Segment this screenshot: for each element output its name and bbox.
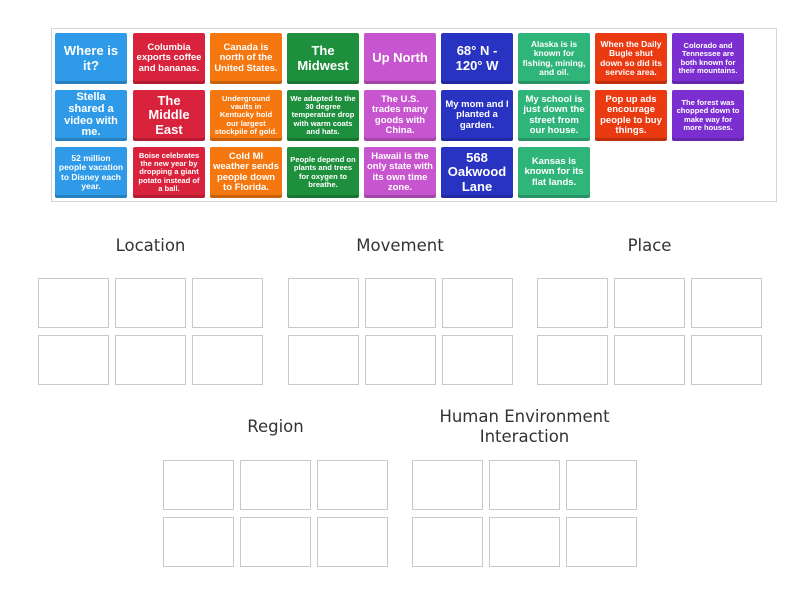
dropzone-region[interactable]: [317, 460, 388, 510]
group-title-human-environment-interaction: Human Environment Interaction: [439, 407, 610, 446]
tile-pop-up-ads[interactable]: Pop up ads encourage people to buy thing…: [595, 90, 667, 141]
dropzone-human-environment-interaction[interactable]: [412, 460, 483, 510]
dropzone-place[interactable]: [691, 278, 762, 328]
dropzone-location[interactable]: [192, 335, 263, 385]
dropzone-place[interactable]: [537, 278, 608, 328]
tile-stella-video[interactable]: Stella shared a video with me.: [55, 90, 127, 141]
tile-planted-garden[interactable]: My mom and I planted a garden.: [441, 90, 513, 141]
dropzone-location[interactable]: [115, 335, 186, 385]
group-title-movement: Movement: [356, 236, 444, 255]
tile-daily-bugle[interactable]: When the Daily Bugle shut down so did it…: [595, 33, 667, 84]
tile-where-is-it[interactable]: Where is it?: [55, 33, 127, 84]
dropzone-region[interactable]: [163, 517, 234, 567]
tile-columbia-exports[interactable]: Columbia exports coffee and bananas.: [133, 33, 205, 84]
dropzone-place[interactable]: [614, 278, 685, 328]
dropzone-human-environment-interaction[interactable]: [489, 517, 560, 567]
tile-up-north[interactable]: Up North: [364, 33, 436, 84]
dropzone-human-environment-interaction[interactable]: [566, 517, 637, 567]
tile-forest-chopped[interactable]: The forest was chopped down to make way …: [672, 90, 744, 141]
tile-school-down-street[interactable]: My school is just down the street from o…: [518, 90, 590, 141]
tile-cold-mi-weather[interactable]: Cold MI weather sends people down to Flo…: [210, 147, 282, 198]
tile-the-midwest[interactable]: The Midwest: [287, 33, 359, 84]
dropzone-region[interactable]: [163, 460, 234, 510]
tile-oakwood-lane[interactable]: 568 Oakwood Lane: [441, 147, 513, 198]
dropzone-movement[interactable]: [365, 335, 436, 385]
dropzone-location[interactable]: [115, 278, 186, 328]
dropzone-region[interactable]: [240, 460, 311, 510]
dropzone-region[interactable]: [240, 517, 311, 567]
tile-warm-coats[interactable]: We adapted to the 30 degree temperature …: [287, 90, 359, 141]
dropzone-human-environment-interaction[interactable]: [412, 517, 483, 567]
tile-boise-potato[interactable]: Boise celebrates the new year by droppin…: [133, 147, 205, 198]
tile-us-trades-china[interactable]: The U.S. trades many goods with China.: [364, 90, 436, 141]
tile-disney-vacation[interactable]: 52 million people vacation to Disney eac…: [55, 147, 127, 198]
dropzone-place[interactable]: [691, 335, 762, 385]
dropzone-place[interactable]: [614, 335, 685, 385]
tile-colorado-tennessee[interactable]: Colorado and Tennessee are both known fo…: [672, 33, 744, 84]
dropzone-movement[interactable]: [288, 278, 359, 328]
dropzone-location[interactable]: [38, 335, 109, 385]
dropzone-human-environment-interaction[interactable]: [566, 460, 637, 510]
dropzone-location[interactable]: [38, 278, 109, 328]
tile-kentucky-gold[interactable]: Underground vaults in Kentucky hold our …: [210, 90, 282, 141]
group-title-location: Location: [115, 236, 186, 255]
tile-hawaii-time-zone[interactable]: Hawaii is the only state with its own ti…: [364, 147, 436, 198]
dropzone-human-environment-interaction[interactable]: [489, 460, 560, 510]
tile-plants-oxygen[interactable]: People depend on plants and trees for ox…: [287, 147, 359, 198]
dropzone-place[interactable]: [537, 335, 608, 385]
dropzone-location[interactable]: [192, 278, 263, 328]
tile-kansas-flat[interactable]: Kansas is known for its flat lands.: [518, 147, 590, 198]
dropzone-movement[interactable]: [288, 335, 359, 385]
tile-coordinates[interactable]: 68° N - 120° W: [441, 33, 513, 84]
dropzone-region[interactable]: [317, 517, 388, 567]
tile-bank: Where is it? Columbia exports coffee and…: [51, 28, 777, 202]
group-title-place: Place: [627, 236, 672, 255]
dropzone-movement[interactable]: [365, 278, 436, 328]
tile-alaska[interactable]: Alaska is is known for fishing, mining, …: [518, 33, 590, 84]
tile-canada-north[interactable]: Canada is north of the United States.: [210, 33, 282, 84]
group-title-region: Region: [247, 417, 304, 436]
tile-middle-east[interactable]: The Middle East: [133, 90, 205, 141]
dropzone-movement[interactable]: [442, 335, 513, 385]
dropzone-movement[interactable]: [442, 278, 513, 328]
